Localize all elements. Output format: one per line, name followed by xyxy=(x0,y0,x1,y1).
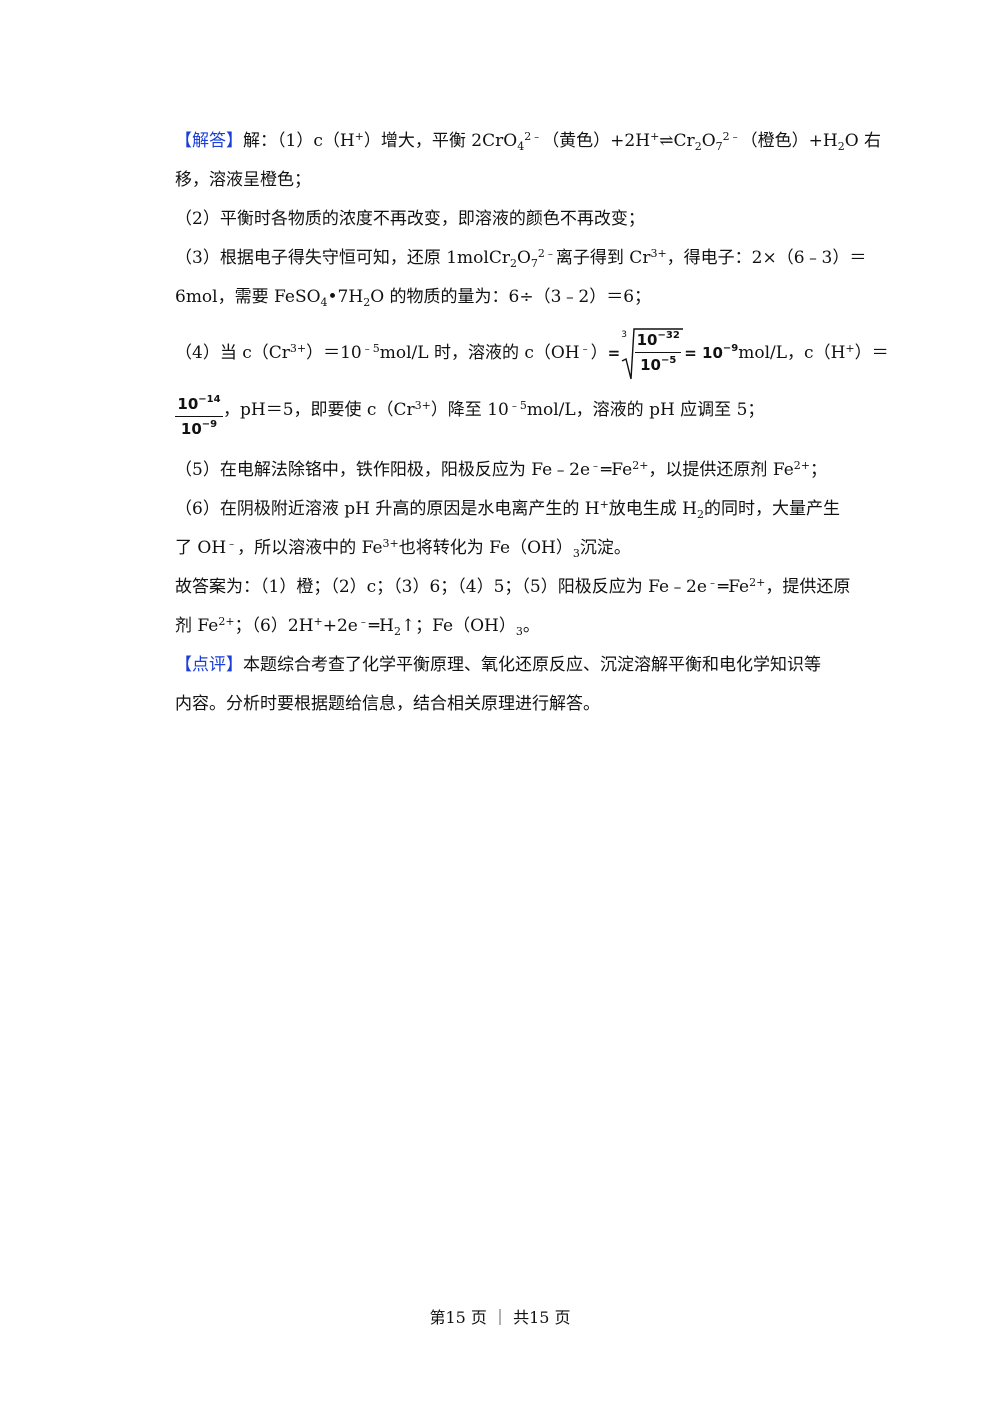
ph-conclusion: ，pH＝5，即要使 c（Cr3+）降至 10﹣5mol/L，溶液的 pH 应调至… xyxy=(223,399,765,420)
answer-tag: 【解答】 xyxy=(175,131,243,151)
answer-part-6-line-1: （6）在阴极附近溶液 pH 升高的原因是水电离产生的 H+放电生成 H2的同时，… xyxy=(175,498,841,521)
answer-part-6-line-2: 了 OH﹣，所以溶液中的 Fe3+也将转化为 Fe（OH）3沉淀。 xyxy=(175,537,631,560)
answer-content: 【解答】解：（1）c（H+）增大，平衡 2CrO42﹣（黄色）+2H+⇌Cr2O… xyxy=(175,122,889,724)
answer-part-3-line-2: 6mol，需要 FeSO4•7H2O 的物质的量为：6÷（3﹣2）＝6； xyxy=(175,287,652,309)
result-value: = 10−9 xyxy=(684,343,739,363)
page-footer: 第15 页 ｜ 共15 页 xyxy=(429,1308,571,1327)
fraction-numerator: 10−32 xyxy=(635,329,682,353)
comment-tag: 【点评】 xyxy=(175,655,243,675)
answer-part-2: （2）平衡时各物质的浓度不再改变，即溶液的颜色不再改变； xyxy=(175,209,645,229)
answer-part-5: （5）在电解法除铬中，铁作阳极，阳极反应为 Fe﹣2e﹣═Fe2+，以提供还原剂… xyxy=(175,459,827,480)
fraction-denominator: 10−9 xyxy=(180,419,218,439)
answer-line-1: 【解答】解：（1）c（H+）增大，平衡 2CrO42﹣（黄色）+2H+⇌Cr2O… xyxy=(175,130,882,153)
final-answer-line-1: 故答案为：（1）橙；（2）c；（3）6；（4）5；（5）阳极反应为 Fe﹣2e﹣… xyxy=(175,576,851,597)
fraction-denominator: 10−5 xyxy=(640,354,677,374)
comment-line-2: 内容。分析时要根据题给信息，结合相关原理进行解答。 xyxy=(175,694,600,714)
root-index: 3 xyxy=(621,329,627,340)
answer-line-2: 移，溶液呈橙色； xyxy=(175,170,311,190)
fraction-numerator: 10−14 xyxy=(175,393,223,417)
comment-line-1: 【点评】本题综合考查了化学平衡原理、氧化还原反应、沉淀溶解平衡和电化学知识等 xyxy=(175,655,821,675)
final-answer-line-2: 剂 Fe2+；（6）2H++2e﹣═H2↑；Fe（OH）3。 xyxy=(175,615,540,638)
radical-sign-icon xyxy=(621,327,684,379)
answer-part-3-line-1: （3）根据电子得失守恒可知，还原 1molCr2O72﹣离子得到 Cr3+，得电… xyxy=(175,247,867,270)
equals-sign: = xyxy=(607,344,621,362)
